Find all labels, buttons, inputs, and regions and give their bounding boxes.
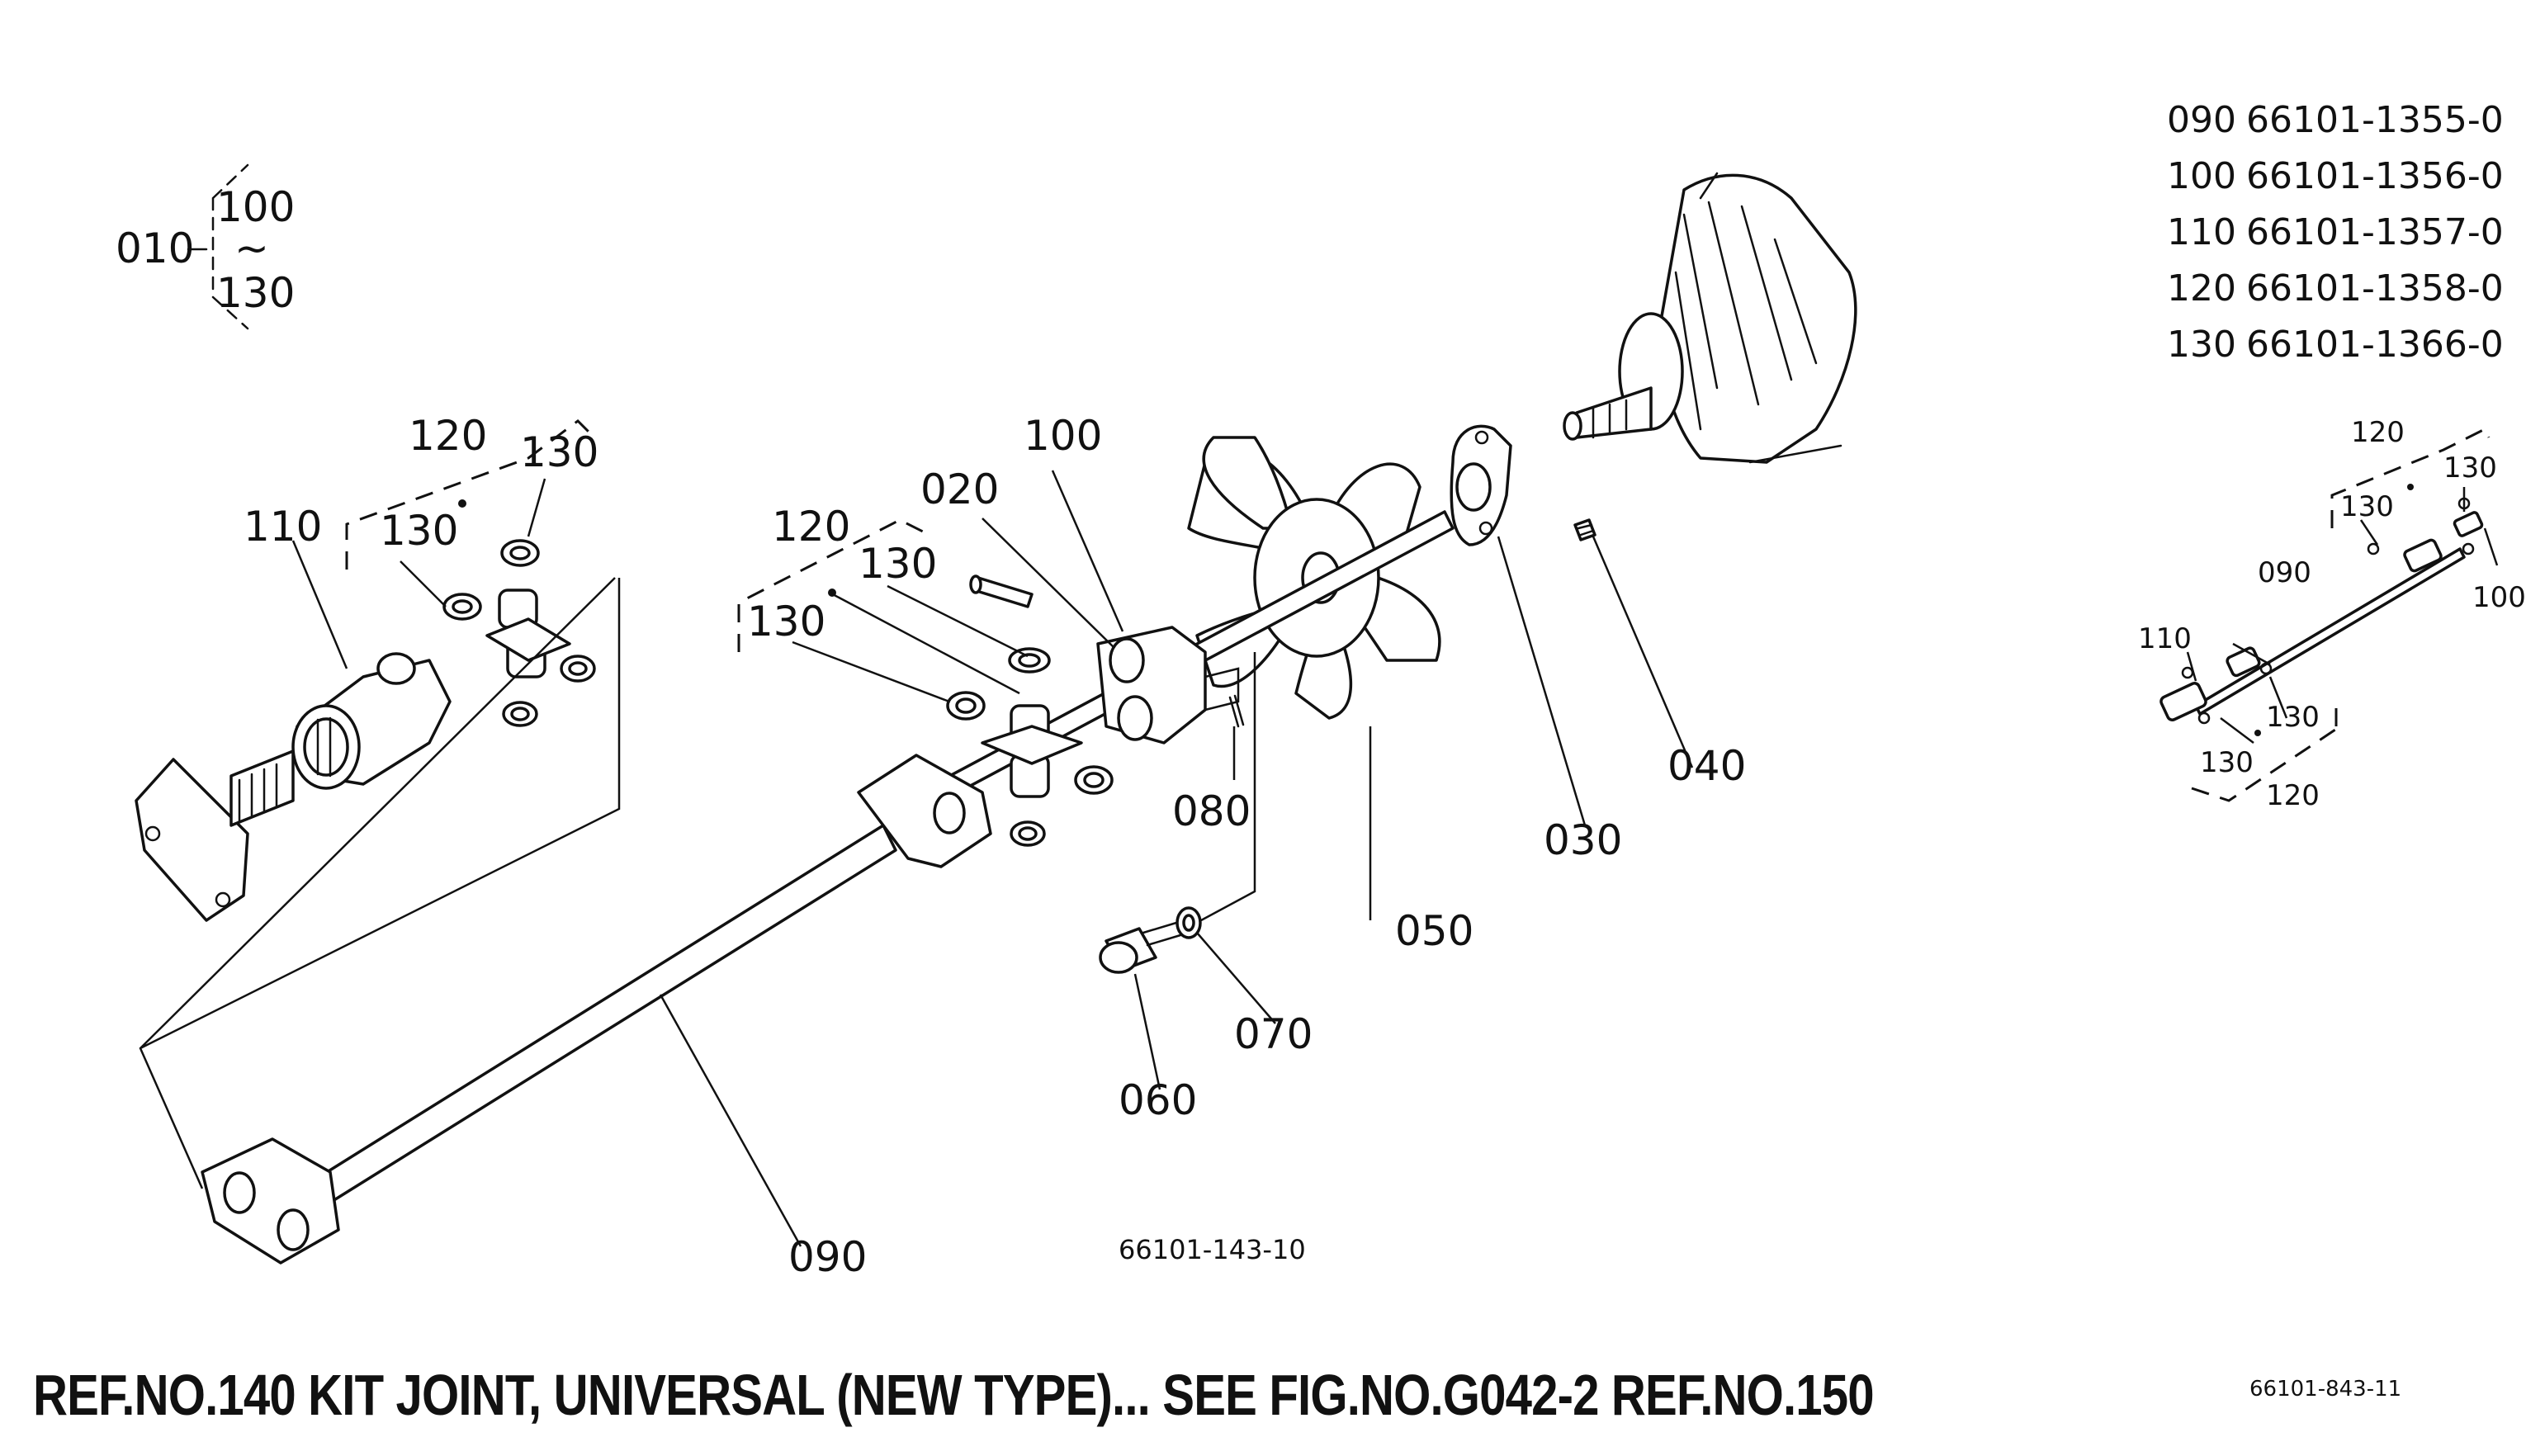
- callout-040: 040: [1667, 742, 1746, 790]
- callout-080: 080: [1172, 787, 1251, 835]
- assembly-ref: 010: [116, 225, 194, 272]
- inset-callout-130-bottom: 130: [2200, 746, 2254, 779]
- figure-code: 66101-843-11: [2249, 1377, 2402, 1402]
- footer-note: REF.NO.140 KIT JOINT, UNIVERSAL (NEW TYP…: [33, 1363, 1875, 1427]
- callout-110: 110: [244, 503, 322, 551]
- universal-joint-left: [135, 499, 596, 922]
- inset-callout-090: 090: [2258, 556, 2311, 589]
- assembly-range-start: 100: [216, 183, 295, 231]
- inset-callout-100: 100: [2472, 581, 2526, 614]
- callout-130-center-top: 130: [859, 540, 937, 588]
- inset-callout-110: 110: [2138, 622, 2192, 655]
- part-ref: 100: [2167, 155, 2236, 197]
- phantom-outline: [139, 577, 621, 1189]
- inset-callout-120-bottom: 120: [2266, 779, 2320, 812]
- overview-inset: 120 130 130 100 090 110 130 130 120: [2138, 416, 2526, 812]
- part-ref: 120: [2167, 267, 2236, 310]
- inset-callout-130-right: 130: [2266, 701, 2320, 734]
- grease-nipple-040: [1573, 518, 1596, 541]
- cotter-pin-080: [1228, 694, 1245, 728]
- assembly-range-end: 130: [216, 269, 295, 317]
- part-ref: 130: [2167, 324, 2236, 366]
- callouts: 110 120 130 130 120 130 130 020 100 080 …: [244, 412, 1746, 1281]
- callout-070: 070: [1234, 1010, 1313, 1058]
- callout-120-center: 120: [772, 503, 850, 551]
- cooling-fan-050: [1187, 436, 1441, 720]
- yoke-100: [1096, 626, 1240, 745]
- washer-070: [1175, 906, 1202, 939]
- inset-callout-120-top: 120: [2351, 416, 2405, 449]
- callout-020: 020: [920, 466, 999, 513]
- assembly-bracket: 010 100 ~ 130: [116, 163, 295, 330]
- part-ref: 090: [2167, 99, 2236, 141]
- part-number: 66101-1355-0: [2246, 99, 2504, 141]
- part-number: 66101-1366-0: [2246, 324, 2504, 366]
- part-ref: 110: [2167, 211, 2236, 253]
- part-number: 66101-1356-0: [2246, 155, 2504, 197]
- leader-lines: [291, 470, 1694, 1247]
- inset-callout-130-top: 130: [2443, 451, 2497, 485]
- pin-020: [969, 574, 1034, 608]
- assembly-range-sep: ~: [234, 225, 269, 272]
- callout-050: 050: [1395, 907, 1474, 955]
- callout-130-left: 130: [380, 507, 458, 555]
- callout-130-left-top: 130: [520, 428, 598, 476]
- callout-100: 100: [1024, 412, 1102, 460]
- drive-shaft-090: [201, 510, 1455, 1265]
- flange-bearing-030: [1450, 424, 1512, 546]
- transmission-housing: [1563, 172, 1857, 464]
- callout-090: 090: [788, 1233, 867, 1281]
- part-number: 66101-1357-0: [2246, 211, 2504, 253]
- bolt-060: [1099, 921, 1182, 974]
- callout-060: 060: [1119, 1076, 1197, 1124]
- part-number: 66101-1358-0: [2246, 267, 2504, 310]
- drawing-number: 66101-143-10: [1119, 1234, 1306, 1265]
- callout-030: 030: [1544, 816, 1622, 864]
- universal-joint-center: [828, 589, 1114, 847]
- group-bracket-120-left: [345, 419, 596, 570]
- group-bracket-120-center: [737, 518, 934, 652]
- callout-130-center: 130: [747, 598, 825, 645]
- callout-120-left: 120: [409, 412, 487, 460]
- inset-callout-130-mid: 130: [2340, 490, 2394, 523]
